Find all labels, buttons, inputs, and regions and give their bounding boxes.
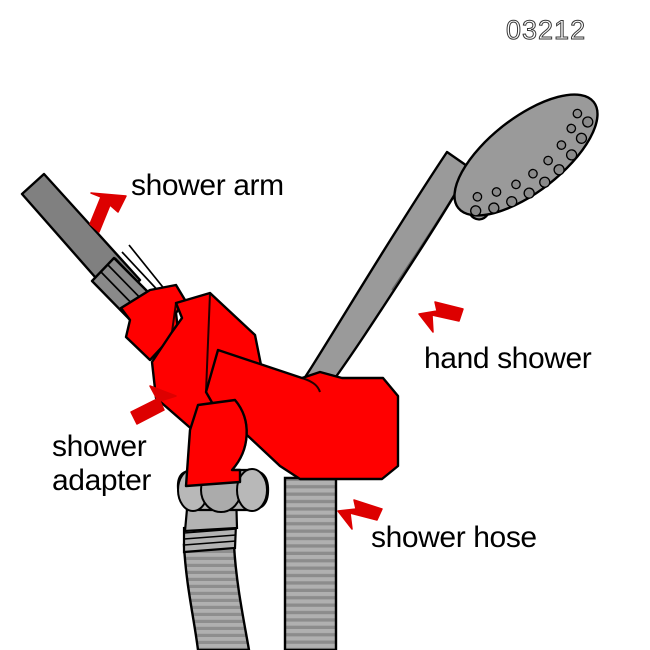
shower-arm-part [20, 172, 167, 330]
arrow-hand-shower [418, 301, 464, 333]
label-shower-adapter-line2: adapter [52, 464, 151, 497]
arrow-shower-adapter [130, 385, 177, 425]
label-shower-arm: shower arm [131, 169, 284, 202]
label-shower-adapter-line1: shower [52, 430, 147, 463]
hand-shower-part [298, 93, 599, 387]
image-code-stamp: 03212 [505, 15, 587, 45]
shower-adapter-part [119, 283, 400, 488]
label-hand-shower: hand shower [424, 342, 592, 375]
spray-nozzles [470, 108, 594, 217]
label-shower-hose: shower hose [371, 521, 537, 554]
arrow-shower-hose [337, 499, 383, 530]
arrow-shower-arm [89, 192, 127, 233]
